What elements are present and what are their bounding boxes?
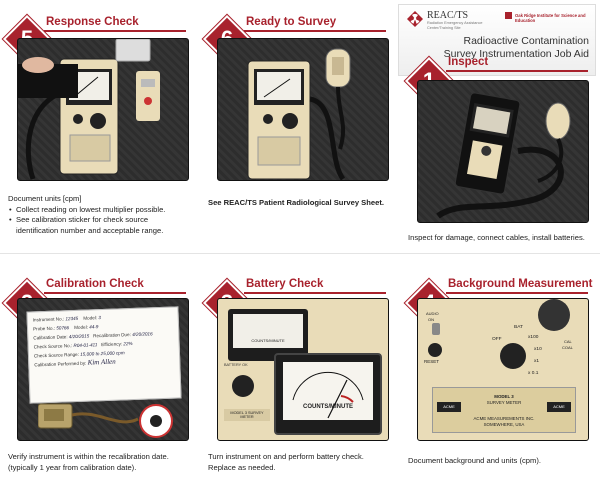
meter-small: COUNTS/MINUTE [228,309,308,361]
step-3-caption: Turn instrument on and perform battery c… [208,452,364,472]
page-title: Radioactive Contamination Survey Instrum… [443,35,589,60]
radiation-logo-icon [407,11,423,27]
cable-connector-icon [538,299,570,331]
calibration-photo: Instrument No.: 12345 Model: 3 Probe No.… [17,298,189,441]
step-title: Response Check [46,16,139,28]
step-5-caption: Document units [cpm] Collect reading on … [8,194,198,236]
survey-meter-icon [247,48,351,180]
ready-to-survey-photo [217,38,389,181]
partner-name: Oak Ridge Institute for Science and Educ… [515,13,586,23]
survey-meter-icon [436,92,571,219]
step-2-panel: 2 Calibration Check Instrument No.: 1234… [0,262,200,492]
step-2-caption: Verify instrument is within the recalibr… [8,452,169,472]
step-1-panel: 1 Inspect Inspect for damage, connect ca… [400,56,600,250]
step-1-caption: Inspect for damage, connect cables, inst… [408,233,585,242]
model-plate: MODEL 3 SURVEY METER ACME ACME ACME MEAS… [432,387,576,433]
background-measurement-photo: AUDIO ON RESET OFF BAT x100 x10 x1 x 0.1… [417,298,589,441]
step-title: Inspect [448,56,489,68]
response-check-photo [17,38,189,181]
step-title: Battery Check [246,278,324,290]
check-source-icon [38,403,173,438]
meter-dial-icon [292,371,364,419]
step-4-panel: 4 Background Measurement AUDIO ON RESET … [400,262,600,492]
logo-subtitle: Radiation Emergency Assistance Center/Tr… [427,21,483,30]
inspect-photo [417,80,589,223]
calibration-card: Instrument No.: 12345 Model: 3 Probe No.… [26,306,182,404]
range-knob-icon [500,343,526,369]
partner-logo-icon [505,12,512,19]
row-divider [0,253,600,254]
step-5-panel: 5 Response Check Document units [cpm] Co… [0,0,200,250]
reset-button [428,343,442,357]
audio-switch-icon [432,323,440,335]
survey-meter-icon [18,39,160,180]
step-title: Background Measurement [448,278,593,290]
step-title: Ready to Survey [246,16,337,28]
step-3-panel: 3 Battery Check COUNTS/MINUTE COUNTS/MIN… [200,262,400,492]
step-6-caption: See REAC/TS Patient Radiological Survey … [208,198,384,207]
step-4-caption: Document background and units (cpm). [408,456,541,465]
battery-ok-label: BATTERY OK [224,363,248,367]
battery-check-photo: COUNTS/MINUTE COUNTS/MINUTE BATTERY OK M… [217,298,389,441]
step-6-panel: 6 Ready to Survey See REAC/TS Patient Ra… [200,0,400,250]
meter-large: COUNTS/MINUTE [274,353,382,435]
step-title: Calibration Check [46,278,144,290]
knob-icon [232,375,254,397]
logo-text: REAC/TS [427,10,469,21]
survey-meter-label: MODEL 3 SURVEY METER [224,409,270,421]
